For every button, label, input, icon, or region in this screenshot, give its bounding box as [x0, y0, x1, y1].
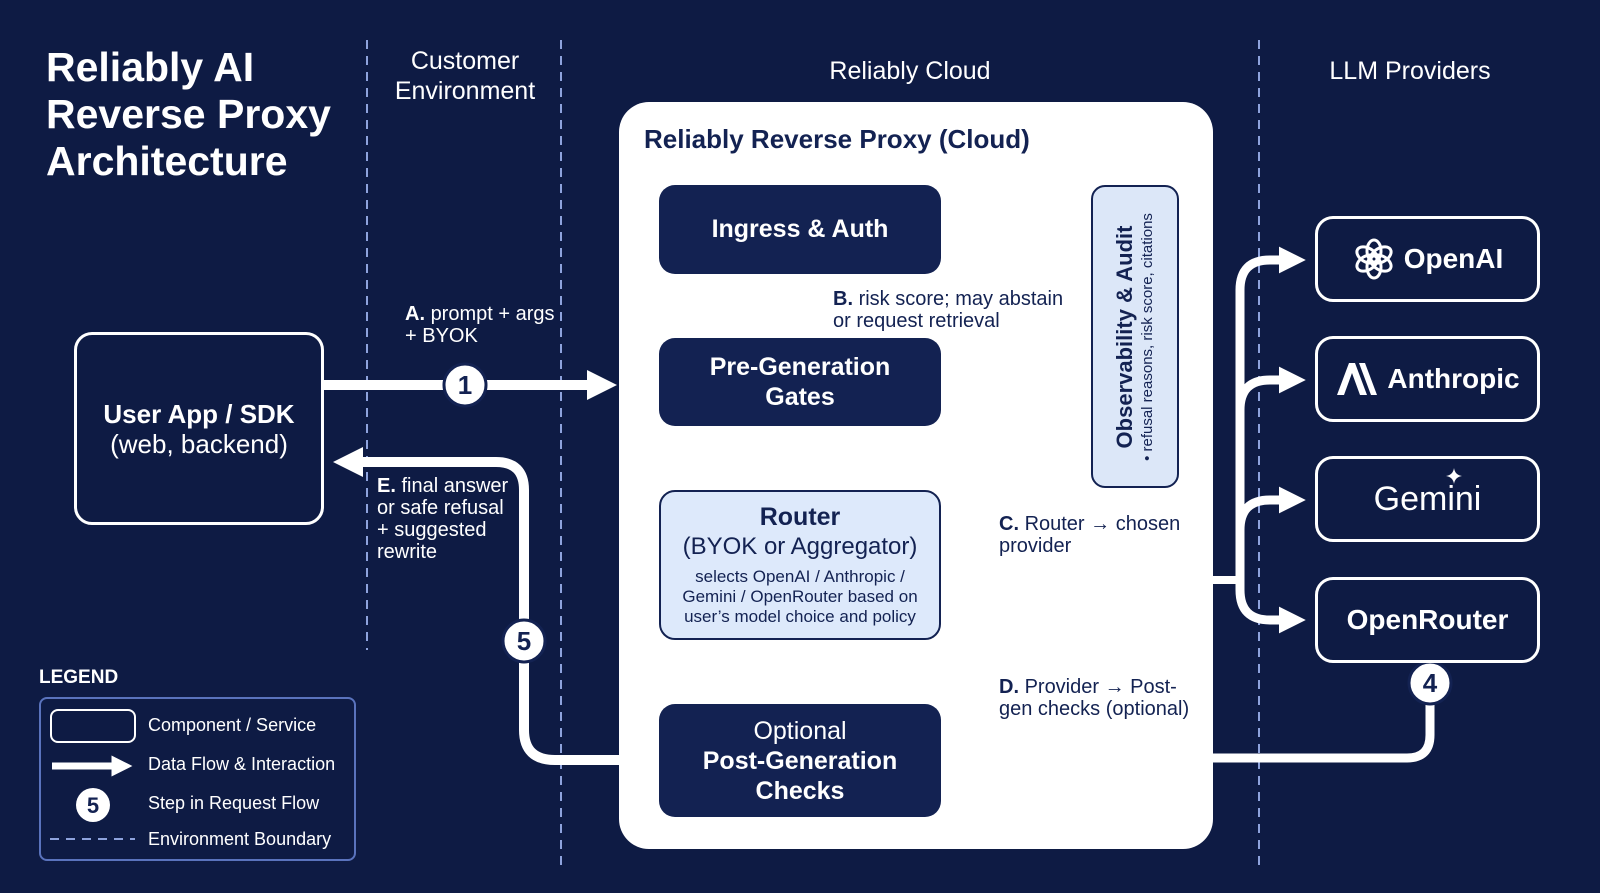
ingress-auth-box: Ingress & Auth: [659, 185, 941, 274]
flow-label-e: E. final answer or safe refusal + sugges…: [377, 475, 512, 563]
provider-gemini: Gemini: [1315, 456, 1540, 542]
post-generation-optional-label: Optional: [753, 716, 847, 745]
router-box: Router (BYOK or Aggregator) selects Open…: [659, 490, 941, 640]
step-badge-1: 1: [442, 362, 488, 408]
flow-label-b-text: risk score; may abstain or request retri…: [833, 288, 1064, 332]
flow-label-e-key: E.: [377, 475, 396, 497]
ingress-auth-label: Ingress & Auth: [711, 215, 889, 243]
zone-title-llm: LLM Providers: [1329, 57, 1491, 85]
provider-openrouter: OpenRouter: [1315, 577, 1540, 663]
router-description: selects OpenAI / Anthropic / Gemini / Op…: [682, 567, 918, 626]
legend-title: LEGEND: [39, 667, 119, 688]
router-subtitle: (BYOK or Aggregator): [682, 533, 918, 560]
legend-step-swatch: 5: [76, 788, 110, 822]
zone-title-cloud: Reliably Cloud: [829, 57, 991, 85]
pre-generation-gates-label: Pre-Generation Gates: [709, 353, 891, 411]
provider-anthropic-label: Anthropic: [1387, 363, 1520, 394]
flow-branch-anthropic: [1235, 366, 1306, 411]
provider-openai-label: OpenAI: [1403, 243, 1504, 274]
flow-label-c: C. Router → chosen provider: [999, 513, 1189, 557]
provider-anthropic: Anthropic: [1315, 336, 1540, 422]
flow-label-d-key: D.: [999, 676, 1019, 698]
flow-label-b-key: B.: [833, 288, 853, 310]
page-title: Reliably AI Reverse Proxy Architecture: [46, 44, 331, 184]
legend-item-step: Step in Request Flow: [148, 793, 320, 813]
svg-text:5: 5: [87, 793, 99, 818]
flow-label-a: A. prompt + args + BYOK: [405, 303, 555, 347]
flow-branch-openai: [1235, 246, 1306, 580]
step-badge-5: 5: [501, 618, 547, 664]
user-app-title: User App / SDK: [103, 398, 295, 429]
legend-component-swatch: [50, 709, 136, 743]
provider-gemini-wordmark: Gemini: [1373, 467, 1482, 519]
step-badge-4-provider: 4: [1407, 660, 1453, 706]
anthropic-logo-icon: [1337, 363, 1378, 395]
flow-label-c-text: Router → chosen provider: [999, 513, 1181, 557]
user-app-box: User App / SDK (web, backend): [74, 332, 324, 525]
legend-item-component: Component / Service: [148, 715, 317, 735]
observability-audit-box: Observability & Audit • refusal reasons,…: [1091, 185, 1179, 488]
observability-subtitle: • refusal reasons, risk score, citations: [1139, 212, 1157, 461]
pre-generation-gates-box: Pre-Generation Gates: [659, 338, 941, 426]
openai-logo-icon: [1355, 238, 1393, 280]
svg-text:1: 1: [458, 370, 472, 400]
flow-branch-gemini: [1235, 486, 1306, 531]
cloud-panel-heading: Reliably Reverse Proxy (Cloud): [644, 124, 1030, 154]
router-title: Router: [759, 503, 841, 531]
svg-text:5: 5: [517, 626, 531, 656]
user-app-subtitle: (web, backend): [110, 428, 288, 459]
flow-arrow-5: [333, 447, 659, 765]
post-generation-checks-label: Post-Generation Checks: [702, 746, 898, 805]
observability-title: Observability & Audit: [1112, 225, 1138, 448]
flow-label-e-text: final answer or safe refusal + suggested…: [377, 475, 509, 563]
flow-label-b: B. risk score; may abstain or request re…: [833, 288, 1083, 332]
post-generation-checks-box: Optional Post-Generation Checks: [659, 704, 941, 817]
flow-label-d-text: Provider → Post-gen checks (optional): [999, 676, 1190, 720]
flow-label-a-key: A.: [405, 303, 425, 325]
provider-openrouter-label: OpenRouter: [1346, 604, 1509, 635]
svg-text:4: 4: [1423, 668, 1438, 698]
flow-label-d: D. Provider → Post-gen checks (optional): [999, 676, 1199, 720]
provider-openai: OpenAI: [1315, 216, 1540, 302]
legend-item-flow: Data Flow & Interaction: [148, 754, 336, 774]
legend-item-boundary: Environment Boundary: [148, 829, 332, 849]
flow-arrow-4: [1213, 663, 1435, 763]
flow-branch-openrouter: [1235, 580, 1306, 634]
legend-box: [39, 697, 356, 861]
flow-label-c-key: C.: [999, 513, 1019, 535]
zone-title-customer: Customer Environment: [394, 47, 536, 105]
flow-label-a-text: prompt + args + BYOK: [405, 303, 555, 347]
provider-gemini-label: Gemini: [1373, 479, 1482, 518]
gemini-sparkle-icon: [1445, 467, 1462, 484]
